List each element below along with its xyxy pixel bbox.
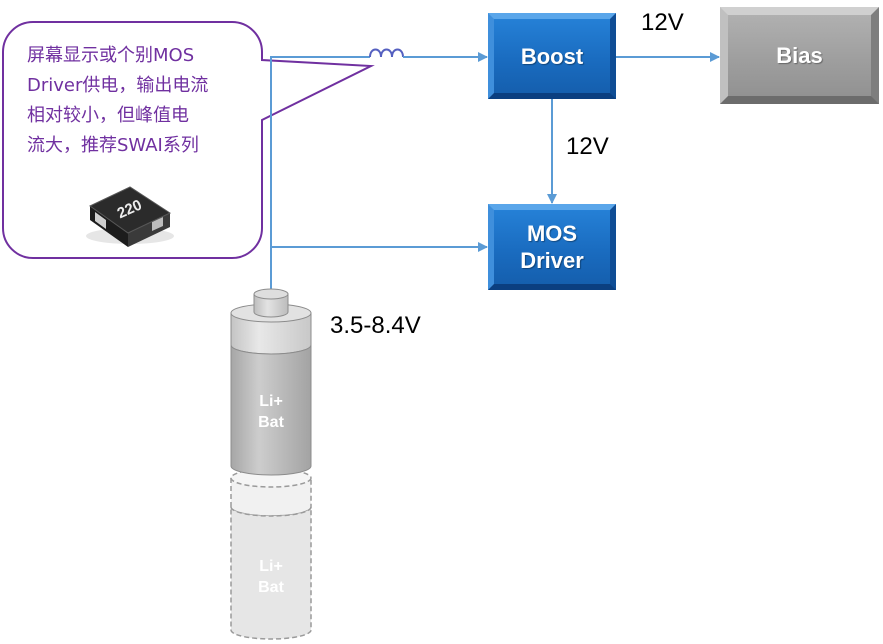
bias-label: Bias (776, 43, 823, 68)
battery-1: Li+ Bat (230, 288, 312, 476)
callout-bubble (1, 21, 375, 259)
mos-driver-block: MOS Driver (488, 204, 616, 290)
callout-line: Driver供电，输出电流 (27, 75, 209, 96)
voltage-label-boost-to-driver: 12V (566, 133, 609, 160)
voltage-label-boost-to-bias: 12V (641, 9, 684, 36)
voltage-label-battery: 3.5-8.4V (330, 312, 421, 339)
battery-2-label-line1: Li+ (259, 558, 283, 575)
bias-block: Bias (720, 7, 879, 104)
callout-text: 屏幕显示或个别MOS Driver供电，输出电流 相对较小，但峰值电 流大，推荐… (27, 41, 255, 161)
battery-1-label-line1: Li+ (259, 393, 283, 410)
mos-driver-label-line2: Driver (520, 248, 584, 273)
boost-block: Boost (488, 13, 616, 99)
battery-1-label-line2: Bat (258, 414, 284, 431)
mos-driver-label-line1: MOS (526, 221, 578, 246)
inductor-symbol-icon (369, 48, 404, 58)
battery-2-label-line2: Bat (258, 579, 284, 596)
battery-2: Li+ Bat (230, 468, 312, 640)
callout-line: 屏幕显示或个别MOS (27, 45, 195, 66)
boost-label: Boost (520, 43, 584, 69)
callout-line: 相对较小，但峰值电 (27, 105, 189, 126)
battery-1-terminal (253, 293, 289, 318)
inductor-component-icon: 220 (86, 186, 174, 247)
callout-line: 流大，推荐SWAI系列 (27, 135, 199, 156)
